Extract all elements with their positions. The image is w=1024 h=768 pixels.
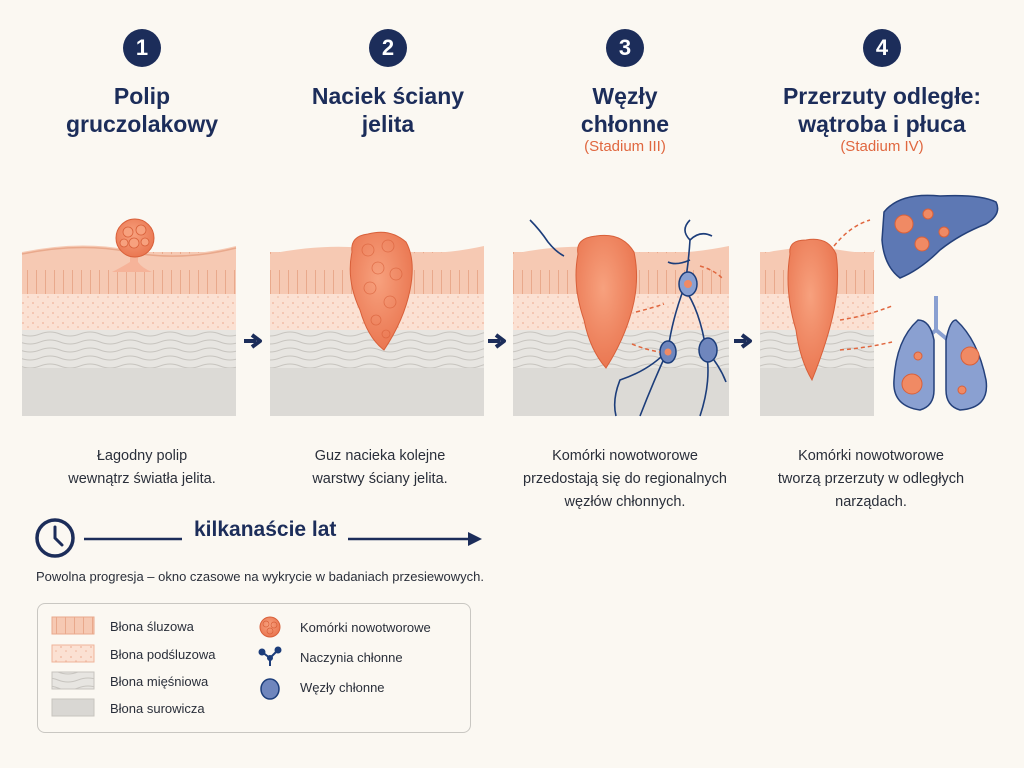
stage-3-subtitle: (Stadium III)	[584, 138, 666, 155]
legend-muscularis: Błona mięśniowa	[110, 674, 209, 689]
step-4-badge: 4	[863, 29, 901, 67]
stage-1-desc-line2: wewnątrz światła jelita.	[68, 471, 216, 487]
stage-3-desc-line2: przedostają się do regionalnych	[523, 471, 727, 487]
lungs-icon	[893, 296, 988, 411]
stage-1-title: Polip gruczolakowy	[40, 82, 244, 138]
panel-2-invasion	[270, 231, 484, 416]
timeline	[35, 518, 482, 558]
muscularis-swatch	[51, 671, 95, 690]
stage-2-title: Naciek ściany jelita	[286, 82, 490, 138]
stage-2-desc-line1: Guz nacieka kolejne	[314, 448, 446, 464]
step-3-badge: 3	[606, 29, 644, 67]
legend-mucosa: Błona śluzowa	[110, 619, 194, 634]
stage-3-description: Komórki nowotworowe przedostają się do r…	[502, 445, 748, 514]
progression-arrow-3	[734, 333, 752, 349]
legend: Błona śluzowa Błona podśluzowa Błona mię…	[37, 603, 471, 733]
stage-3-desc-line3: węzłów chłonnych.	[564, 494, 686, 510]
progression-arrow-1	[244, 333, 262, 349]
stage-2-desc-line2: warstwy ściany jelita.	[312, 471, 448, 487]
tumor-mass	[349, 231, 413, 351]
timeline-arrowhead	[468, 532, 482, 546]
timeline-label: kilkanaście lat	[194, 518, 337, 541]
stage-1-desc-line1: Łagodny polip	[96, 448, 188, 464]
panel-3-lymph-nodes	[513, 219, 729, 417]
lymph-node	[698, 337, 718, 363]
lymph-vessels	[529, 219, 727, 417]
step-1-badge: 1	[123, 29, 161, 67]
step-2-badge: 2	[369, 29, 407, 67]
stage-2-title-line1: Naciek ściany	[311, 83, 465, 109]
stage-3-desc-line1: Komórki nowotworowe	[552, 448, 698, 464]
stage-4-title-line1: Przerzuty odległe:	[782, 83, 982, 109]
stage-4-description: Komórki nowotworowe tworzą przerzuty w o…	[748, 445, 994, 514]
stage-4-subtitle: (Stadium IV)	[840, 138, 924, 155]
tumor-cells-icon	[259, 616, 281, 638]
panel-1-polyp	[21, 218, 237, 416]
stage-1-title-line1: Polip	[113, 83, 171, 109]
submucosa-swatch	[51, 644, 95, 663]
stage-3-title-line1: Węzły	[592, 83, 658, 109]
polyp-head	[115, 218, 155, 258]
panel-4-metastasis	[760, 194, 999, 416]
stage-4-desc-line3: narządach.	[835, 494, 907, 510]
stage-2-description: Guz nacieka kolejne warstwy ściany jelit…	[262, 445, 498, 491]
legend-swatches	[51, 616, 282, 717]
clock-icon	[35, 518, 75, 558]
legend-submucosa: Błona podśluzowa	[110, 647, 216, 662]
stage-4-title: Przerzuty odległe: wątroba i płuca	[760, 82, 1004, 138]
stage-1-description: Łagodny polip wewnątrz światła jelita.	[24, 445, 260, 491]
lymph-node-icon	[260, 678, 280, 700]
stage-4-desc-line2: tworzą przerzuty w odległych	[777, 471, 965, 487]
lymph-vessels-icon	[258, 646, 282, 666]
stage-1-title-line2: gruczolakowy	[65, 111, 219, 137]
illustrations	[21, 194, 999, 417]
stage-4-desc-line1: Komórki nowotworowe	[798, 448, 944, 464]
liver-icon	[881, 194, 999, 279]
legend-tumor-cells: Komórki nowotworowe	[300, 620, 431, 635]
legend-serosa: Błona surowicza	[110, 701, 205, 716]
stage-2-title-line2: jelita	[361, 111, 415, 137]
serosa-swatch	[51, 698, 95, 717]
stage-3-title-line2: chłonne	[580, 111, 670, 137]
legend-lymph-vessels: Naczynia chłonne	[300, 650, 403, 665]
stage-3-title: Węzły chłonne	[523, 82, 727, 138]
screening-note: Powolna progresja – okno czasowe na wykr…	[36, 569, 485, 584]
mucosa-swatch	[51, 616, 95, 635]
stage-4-title-line2: wątroba i płuca	[798, 111, 966, 137]
progression-arrow-2	[488, 333, 506, 349]
legend-lymph-nodes: Węzły chłonne	[300, 680, 385, 695]
